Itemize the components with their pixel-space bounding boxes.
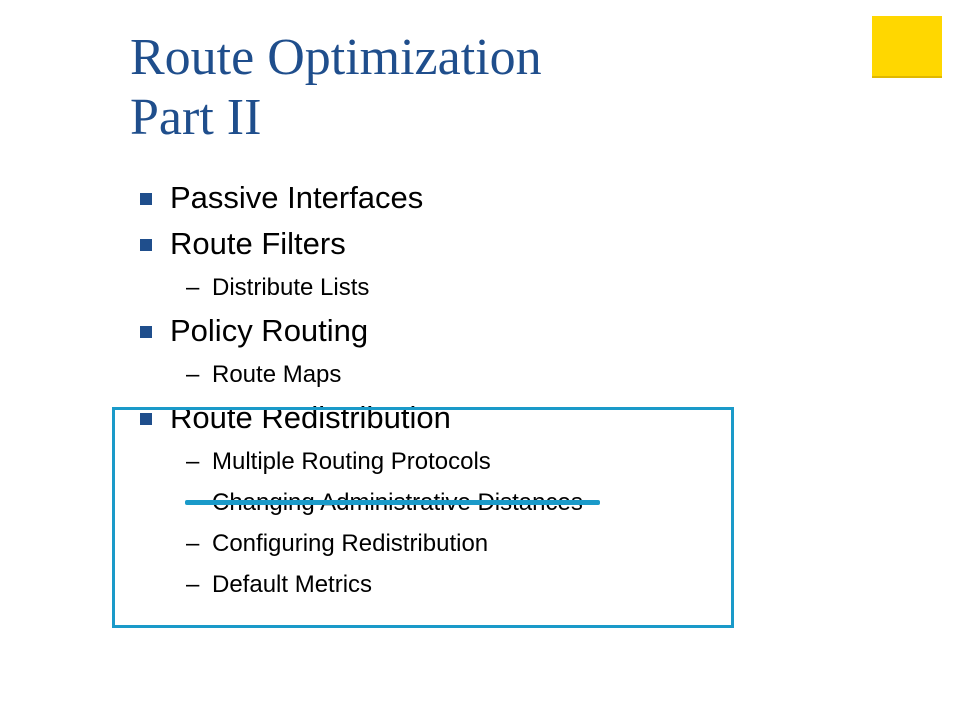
slide-title-line-1: Route Optimization <box>130 29 542 86</box>
bullet-label: Route Redistribution <box>170 400 451 435</box>
dash-icon: – <box>186 530 200 557</box>
corner-decoration <box>872 16 942 76</box>
underline-annotation <box>185 500 600 505</box>
bullet-policy-routing: Policy Routing <box>140 311 583 351</box>
dash-icon: – <box>186 448 200 475</box>
bullet-passive-interfaces: Passive Interfaces <box>140 178 583 218</box>
slide-title: Route Optimization Part II <box>130 28 542 148</box>
sub-bullet-distribute-lists: – Distribute Lists <box>140 270 583 306</box>
bullet-route-redistribution: Route Redistribution <box>140 398 583 438</box>
sub-bullet-multiple-routing-protocols: – Multiple Routing Protocols <box>140 444 583 480</box>
square-bullet-icon <box>140 239 152 251</box>
bullet-label: Route Filters <box>170 226 346 261</box>
square-bullet-icon <box>140 193 152 205</box>
bullet-route-filters: Route Filters <box>140 224 583 264</box>
sub-bullet-default-metrics: – Default Metrics <box>140 567 583 603</box>
sub-bullet-label: Route Maps <box>212 361 342 388</box>
bullet-label: Passive Interfaces <box>170 180 424 215</box>
square-bullet-icon <box>140 413 152 425</box>
highlight-box <box>112 407 734 628</box>
dash-icon: – <box>186 361 200 388</box>
slide-title-line-2: Part II <box>130 89 262 146</box>
square-bullet-icon <box>140 326 152 338</box>
sub-bullet-configuring-redistribution: – Configuring Redistribution <box>140 526 583 562</box>
sub-bullet-label: Multiple Routing Protocols <box>212 448 491 475</box>
corner-decoration-underline <box>872 76 942 78</box>
dash-icon: – <box>186 571 200 598</box>
dash-icon: – <box>186 274 200 301</box>
sub-bullet-label: Distribute Lists <box>212 274 370 301</box>
bullet-label: Policy Routing <box>170 313 369 348</box>
bullet-list: Passive Interfaces Route Filters – Distr… <box>140 178 583 608</box>
sub-bullet-route-maps: – Route Maps <box>140 357 583 393</box>
sub-bullet-label: Default Metrics <box>212 571 373 598</box>
sub-bullet-label: Configuring Redistribution <box>212 530 489 557</box>
